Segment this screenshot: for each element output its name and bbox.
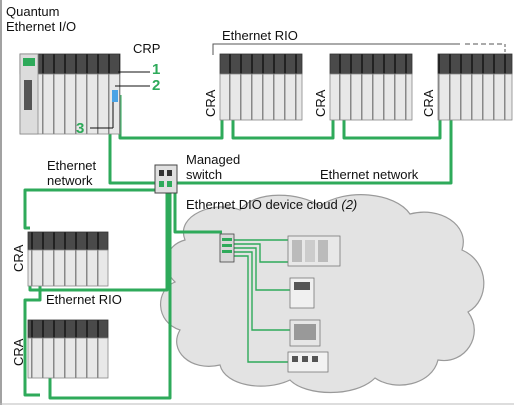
cra-label-rack-3: CRA [421,89,436,117]
quantum-label-line1: Quantum [6,4,60,19]
quantum-label-line2: Ethernet I/O [6,19,77,34]
dio-device-cables [233,239,290,363]
callout-leaders [90,71,150,129]
dio-device-hmi [289,319,321,347]
rio-rack-3 [437,53,513,121]
ethernet-network-left-line2: network [47,173,93,188]
cra-label-left-2: CRA [11,338,26,366]
callout-2: 2 [152,77,161,94]
managed-switch [154,164,178,194]
rio-rack-2 [329,53,413,121]
ethernet-rio-top-label: Ethernet RIO [222,28,298,43]
ethernet-network-left-line1: Ethernet [47,158,97,173]
rio-rack-left-1 [27,231,109,287]
callout-3: 3 [76,120,85,137]
managed-switch-line2: switch [186,167,223,182]
dio-device-plc [287,235,341,267]
cra-label-rack-1: CRA [203,89,218,117]
dio-cloud-note: (2) [341,197,358,212]
crp-label: CRP [133,41,161,56]
cra-label-rack-2: CRA [313,89,328,117]
dio-cloud-title: Ethernet DIO device cloud (2) [186,197,357,212]
cra-label-left-1: CRA [11,244,26,272]
callout-1: 1 [152,61,161,78]
dio-device-meter [289,277,315,309]
dio-cloud-label: Ethernet DIO device cloud [186,197,338,212]
dio-device-drive [287,351,329,373]
rio-rack-1 [219,53,303,121]
ethernet-rio-bracket [212,43,460,55]
rio-rack-left-2 [27,319,109,379]
ethernet-rio-left-label: Ethernet RIO [46,292,122,307]
ethernet-network-right-label: Ethernet network [320,167,419,182]
managed-switch-line1: Managed [186,152,241,167]
quantum-rack [19,53,121,135]
dio-switch [219,233,235,263]
